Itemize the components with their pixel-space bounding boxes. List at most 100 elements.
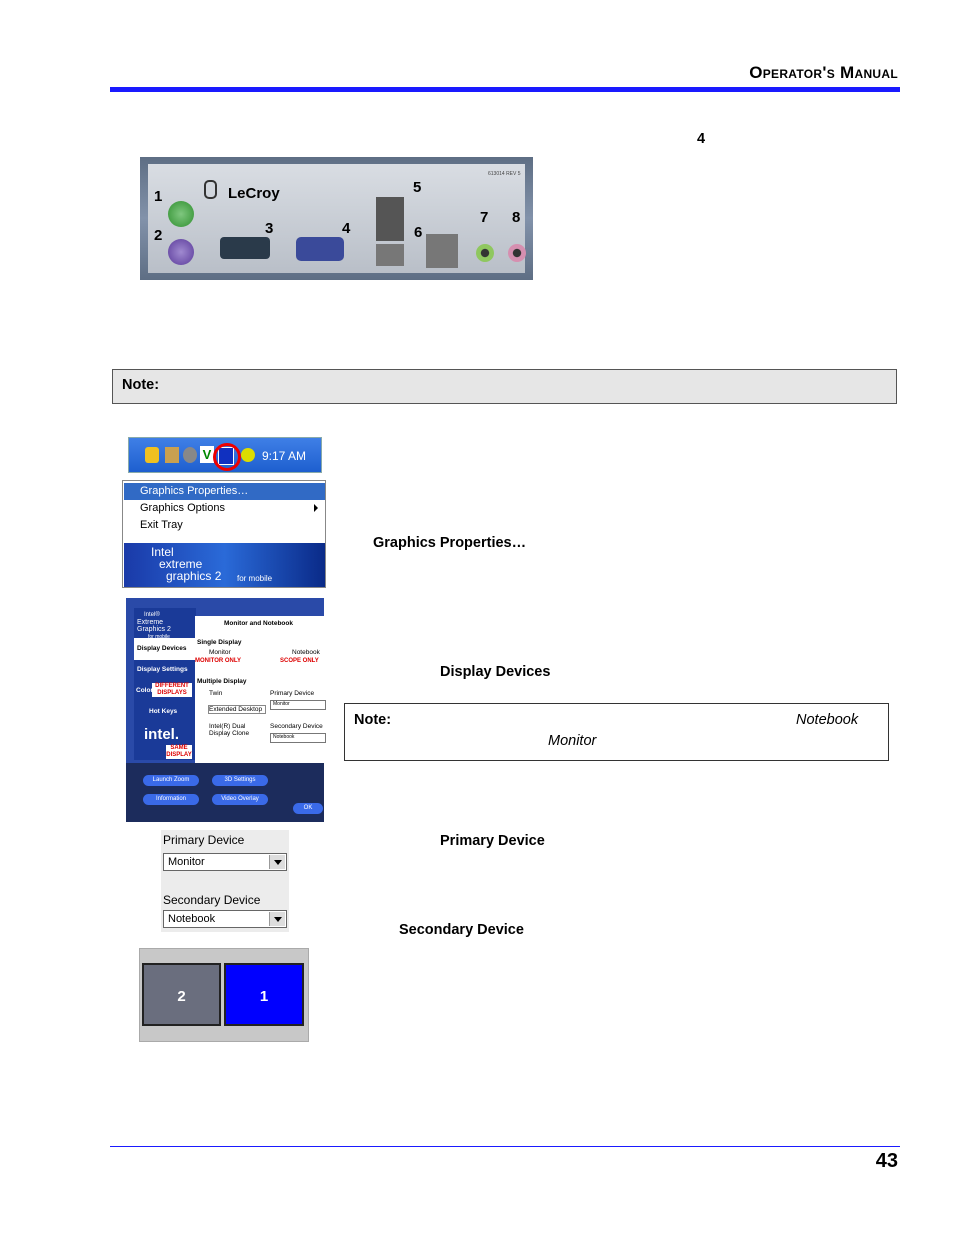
usb-port-a: [376, 244, 404, 266]
dialog-content: Monitor and Notebook Single Display Moni…: [195, 616, 326, 768]
tray-app-icon: [165, 447, 179, 463]
secondary-device-select[interactable]: Notebook: [270, 733, 326, 743]
header-rule: [110, 87, 900, 92]
port-number-3: 3: [265, 220, 274, 237]
footer-rule: [110, 1146, 900, 1147]
display-devices-label: Display Devices: [440, 664, 551, 680]
primary-device-value: Monitor: [168, 856, 205, 868]
monitor-only-callout: MONITOR ONLY: [195, 658, 242, 664]
system-tray-image: V 9:17 AM: [128, 437, 322, 473]
graphics-properties-label: Graphics Properties…: [373, 535, 527, 551]
brand-line: Graphics 2: [137, 626, 171, 633]
back-panel-image: 613014 REV 5 LeCroy 1 2 3 4 5 6 7 8: [140, 157, 533, 280]
port-number-1: 1: [154, 188, 163, 205]
port-number-7: 7: [480, 209, 489, 226]
audio-out-jack: [476, 244, 494, 262]
page-header-title: Operator's Manual: [749, 63, 898, 82]
port-number-4: 4: [342, 220, 351, 237]
chevron-down-icon: [269, 855, 285, 869]
secondary-device-value: Notebook: [273, 734, 295, 740]
ps2-mouse-port: [168, 201, 194, 227]
device-select-image: Primary Device Monitor Secondary Device …: [161, 830, 289, 932]
intel-logo: intel.: [144, 726, 180, 743]
brand-line: Extreme: [137, 619, 164, 626]
highlight-circle: [213, 443, 241, 471]
port-number-2: 2: [154, 227, 163, 244]
note-monitor-term: Monitor: [548, 733, 597, 749]
primary-device-dropdown[interactable]: Monitor: [163, 853, 287, 871]
panel-rev: 613014 REV 5: [488, 171, 521, 177]
tray-app-icon: [183, 447, 197, 463]
information-button[interactable]: Information: [143, 794, 199, 805]
primary-device-select[interactable]: Monitor: [270, 700, 326, 710]
chevron-down-icon: [269, 912, 285, 926]
secondary-device-dropdown[interactable]: Notebook: [163, 910, 287, 928]
port-number-5: 5: [413, 179, 422, 196]
radio-monitor[interactable]: Monitor: [209, 649, 231, 656]
note-label: Note:: [122, 377, 160, 393]
banner-line: graphics 2: [166, 569, 222, 583]
radio-notebook[interactable]: Notebook: [292, 649, 320, 656]
tab-display-devices-bg: [134, 638, 196, 660]
tab-display-settings[interactable]: Display Settings: [137, 666, 188, 673]
context-menu-image: Graphics Properties… Graphics Options Ex…: [122, 480, 326, 588]
radio-twin[interactable]: Twin: [209, 690, 223, 697]
single-display-label: Single Display: [197, 639, 242, 646]
tab-color[interactable]: Color: [136, 687, 153, 694]
ps2-keyboard-port: [168, 239, 194, 265]
banner-line: Intel: [151, 545, 174, 559]
note-notebook-term: Notebook: [796, 712, 859, 728]
port-number-8: 8: [512, 209, 521, 226]
primary-device-value: Monitor: [273, 701, 290, 707]
tab-display-devices[interactable]: Display Devices: [137, 645, 187, 652]
same-display-callout: SAME DISPLAY: [166, 745, 192, 759]
audio-in-jack: [508, 244, 526, 262]
mouse-icon: [204, 180, 217, 199]
video-overlay-button[interactable]: Video Overlay: [212, 794, 268, 805]
tray-app-icon: V: [200, 446, 214, 463]
brand-line: for mobile: [148, 634, 170, 640]
lecroy-logo: LeCroy: [228, 185, 280, 202]
secondary-device-text: Secondary Device: [399, 922, 524, 938]
brand-line: Intel®: [144, 612, 160, 618]
dialog-button-bar: Launch Zoom 3D Settings Information Vide…: [126, 763, 324, 822]
vga-port: [296, 237, 344, 261]
intel-graphics-banner: Intel extreme graphics 2 for mobile: [124, 543, 325, 587]
different-displays-callout: DIFFERENT DISPLAYS: [152, 683, 192, 697]
display-2: 2: [142, 963, 221, 1026]
usb-port-b: [426, 234, 458, 268]
note-box: Note: Notebook Monitor: [344, 703, 889, 761]
tab-hot-keys[interactable]: Hot Keys: [149, 708, 178, 715]
menu-item-exit-tray[interactable]: Exit Tray: [140, 519, 183, 531]
secondary-device-value: Notebook: [168, 913, 216, 925]
scope-only-callout: SCOPE ONLY: [280, 658, 319, 664]
radio-extended-desktop[interactable]: Extended Desktop: [208, 705, 266, 714]
primary-device-text: Primary Device: [440, 833, 545, 849]
secondary-device-label: Secondary Device: [270, 723, 323, 730]
graphics-dialog-image: Intel® Extreme Graphics 2 for mobile Dis…: [126, 598, 326, 822]
tray-clock: 9:17 AM: [262, 449, 307, 463]
ethernet-port: [376, 197, 404, 241]
banner-line: extreme: [159, 557, 203, 571]
3d-settings-button[interactable]: 3D Settings: [212, 775, 268, 786]
submenu-arrow-icon: [314, 504, 318, 512]
menu-item-graphics-properties[interactable]: Graphics Properties…: [140, 485, 249, 497]
display-1: 1: [224, 963, 304, 1026]
page-number: 43: [875, 1150, 898, 1172]
display-arrangement-image: 2 1: [139, 948, 309, 1042]
note-label: Note:: [354, 712, 392, 728]
primary-device-label: Primary Device: [163, 833, 245, 847]
radio-dual-display-clone[interactable]: Intel(R) Dual Display Clone: [209, 723, 250, 737]
note-box: Note:: [112, 369, 897, 404]
menu-item-graphics-options[interactable]: Graphics Options: [140, 502, 225, 514]
primary-device-label: Primary Device: [270, 690, 315, 697]
shield-icon: [145, 447, 159, 463]
port-number-6: 6: [414, 224, 423, 241]
multiple-display-label: Multiple Display: [197, 678, 247, 685]
secondary-device-label: Secondary Device: [163, 893, 261, 907]
wireless-icon: [241, 448, 255, 462]
ok-button[interactable]: OK: [293, 803, 323, 814]
launch-zoom-button[interactable]: Launch Zoom: [143, 775, 199, 786]
menu-selection: [124, 483, 325, 500]
figure-reference: 4: [697, 131, 706, 147]
